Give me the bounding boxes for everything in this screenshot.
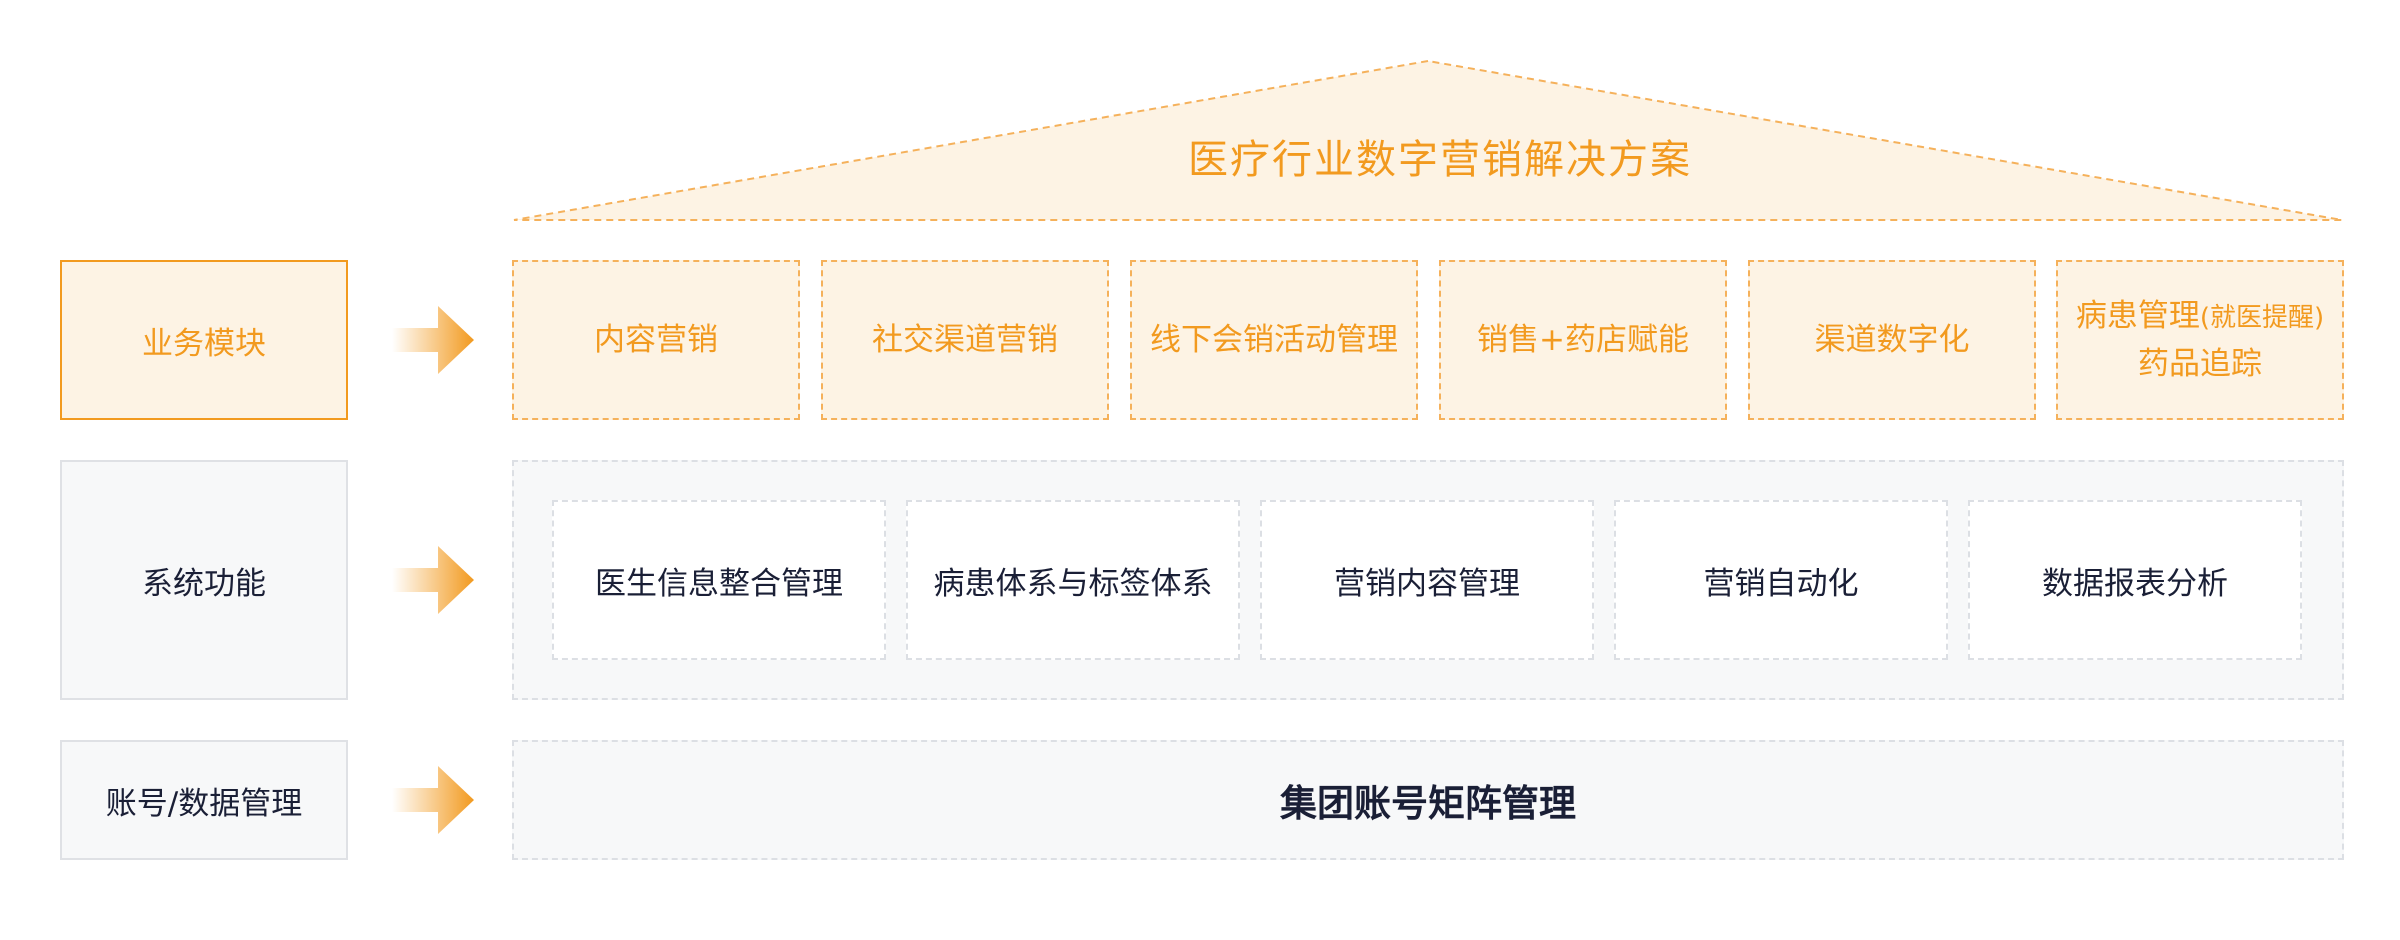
module-label-line2: 药品追踪 [2137, 346, 2262, 382]
roof-triangle [513, 59, 2343, 221]
business-module-label: 业务模块 [60, 260, 348, 420]
account-data-label: 账号/数据管理 [60, 740, 348, 860]
module-content-marketing: 内容营销 [512, 260, 800, 420]
system-function-label: 系统功能 [60, 460, 348, 700]
roof-title: 医疗行业数字营销解决方案 [1188, 137, 1692, 183]
module-label: 社交渠道营销 [872, 322, 1058, 358]
module-channel-digitalization: 渠道数字化 [1748, 260, 2036, 420]
arrow-right-icon [392, 766, 474, 834]
module-sales-pharmacy-enablement: 销售+药店赋能 [1439, 260, 1727, 420]
system-item: 医生信息整合管理 [552, 500, 886, 660]
module-label-note: (就医提醒) [2199, 303, 2325, 333]
system-item: 病患体系与标签体系 [906, 500, 1240, 660]
system-item: 营销自动化 [1614, 500, 1948, 660]
arrow-right-icon [392, 546, 474, 614]
module-offline-event-management: 线下会销活动管理 [1130, 260, 1418, 420]
account-content-label: 集团账号矩阵管理 [1280, 782, 1576, 825]
module-label: 销售+药店赋能 [1477, 322, 1689, 358]
group-account-matrix: 集团账号矩阵管理 [512, 740, 2344, 860]
module-patient-management: 病患管理(就医提醒) 药品追踪 [2056, 260, 2344, 420]
module-label: 线下会销活动管理 [1150, 322, 1398, 358]
module-label: 渠道数字化 [1814, 322, 1970, 358]
system-item: 数据报表分析 [1968, 500, 2302, 660]
module-label: 内容营销 [594, 322, 718, 358]
system-item: 营销内容管理 [1260, 500, 1594, 660]
module-social-channel-marketing: 社交渠道营销 [821, 260, 1109, 420]
arrow-right-icon [392, 306, 474, 374]
module-label: 病患管理 [2075, 298, 2200, 334]
